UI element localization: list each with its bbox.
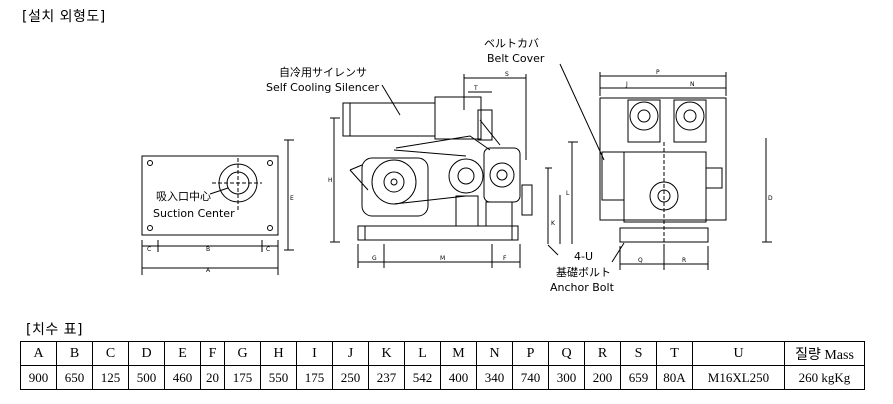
dim-letters: A B C C E H M G F S T L K P J N D Q R [147, 69, 773, 274]
dim-letter-c: C [147, 246, 151, 253]
value-cell: M16XL250 [692, 365, 785, 390]
header-cell: P [512, 341, 549, 366]
dimension-table: A B C D E F G H I J K L M N P Q R S T U … [20, 341, 865, 390]
header-cell: L [404, 341, 441, 366]
dim-letter-n: N [690, 81, 695, 88]
header-cell: N [476, 341, 513, 366]
dim-letter-d: D [768, 195, 773, 202]
header-cell: M [440, 341, 477, 366]
value-cell: 200 [584, 365, 621, 390]
value-cell: 659 [620, 365, 657, 390]
value-cell: 260 kgKg [784, 365, 865, 390]
dims-title: [치수 표] [26, 322, 84, 338]
header-cell: J [332, 341, 369, 366]
value-cell: 175 [296, 365, 333, 390]
header-cell: Q [548, 341, 585, 366]
header-cell: H [260, 341, 297, 366]
dim-letter-e: E [290, 195, 294, 202]
silencer-label-en: Self Cooling Silencer [266, 81, 380, 94]
dim-letter-r: R [682, 257, 686, 264]
anchor-count: 4-U [574, 250, 593, 263]
anchor-label-en: Anchor Bolt [550, 281, 615, 294]
header-cell: A [20, 341, 57, 366]
value-cell: 900 [20, 365, 57, 390]
dim-letter-k: K [551, 220, 556, 227]
value-cell: 400 [440, 365, 477, 390]
belt-label-en: Belt Cover [487, 52, 545, 65]
outline-title: [설치 외형도] [22, 9, 106, 25]
value-cell: 250 [332, 365, 369, 390]
dim-letter-p: P [656, 69, 660, 76]
header-cell: D [128, 341, 165, 366]
value-cell: 460 [164, 365, 201, 390]
dim-letter-t: T [473, 85, 478, 92]
header-cell: C [92, 341, 129, 366]
header-cell: U [692, 341, 785, 366]
belt-label-jp: ベルトカバ [484, 37, 539, 50]
table-value-row: 900 650 125 500 460 20 175 550 175 250 2… [20, 365, 865, 390]
header-cell: B [56, 341, 93, 366]
table-header-row: A B C D E F G H I J K L M N P Q R S T U … [20, 341, 865, 366]
value-cell: 237 [368, 365, 405, 390]
dim-letter-q: Q [638, 257, 643, 264]
header-cell: F [200, 341, 225, 366]
header-cell: K [368, 341, 405, 366]
suction-label-en: Suction Center [153, 207, 235, 220]
dim-letter-c2: C [266, 246, 270, 253]
dim-letter-j: J [625, 81, 628, 88]
header-cell: I [296, 341, 333, 366]
value-cell: 20 [200, 365, 225, 390]
value-cell: 80A [656, 365, 693, 390]
dim-letter-f: F [503, 255, 507, 262]
value-cell: 740 [512, 365, 549, 390]
value-cell: 500 [128, 365, 165, 390]
header-cell: R [584, 341, 621, 366]
suction-plate-view [141, 139, 294, 275]
header-cell: G [224, 341, 261, 366]
front-view [599, 72, 772, 270]
dim-letter-a: A [206, 267, 211, 274]
value-cell: 340 [476, 365, 513, 390]
header-cell: S [620, 341, 657, 366]
value-cell: 550 [260, 365, 297, 390]
side-view [330, 74, 578, 268]
silencer-label-jp: 自冷用サイレンサ [279, 66, 367, 79]
header-cell: 질량 Mass [784, 341, 865, 366]
value-cell: 650 [56, 365, 93, 390]
header-cell: T [656, 341, 693, 366]
dim-letter-m: M [440, 255, 445, 262]
header-cell: E [164, 341, 201, 366]
value-cell: 300 [548, 365, 585, 390]
suction-label-jp: 吸入口中心 [156, 190, 211, 203]
dim-letter-l: L [566, 190, 570, 197]
leader-lines [209, 63, 625, 263]
value-cell: 542 [404, 365, 441, 390]
value-cell: 125 [92, 365, 129, 390]
value-cell: 175 [224, 365, 261, 390]
dim-letter-h: H [328, 177, 333, 184]
anchor-label-jp: 基礎ボルト [556, 266, 611, 279]
dim-letter-s: S [505, 71, 509, 78]
dim-letter-g: G [372, 255, 377, 262]
dim-letter-b: B [206, 246, 210, 253]
